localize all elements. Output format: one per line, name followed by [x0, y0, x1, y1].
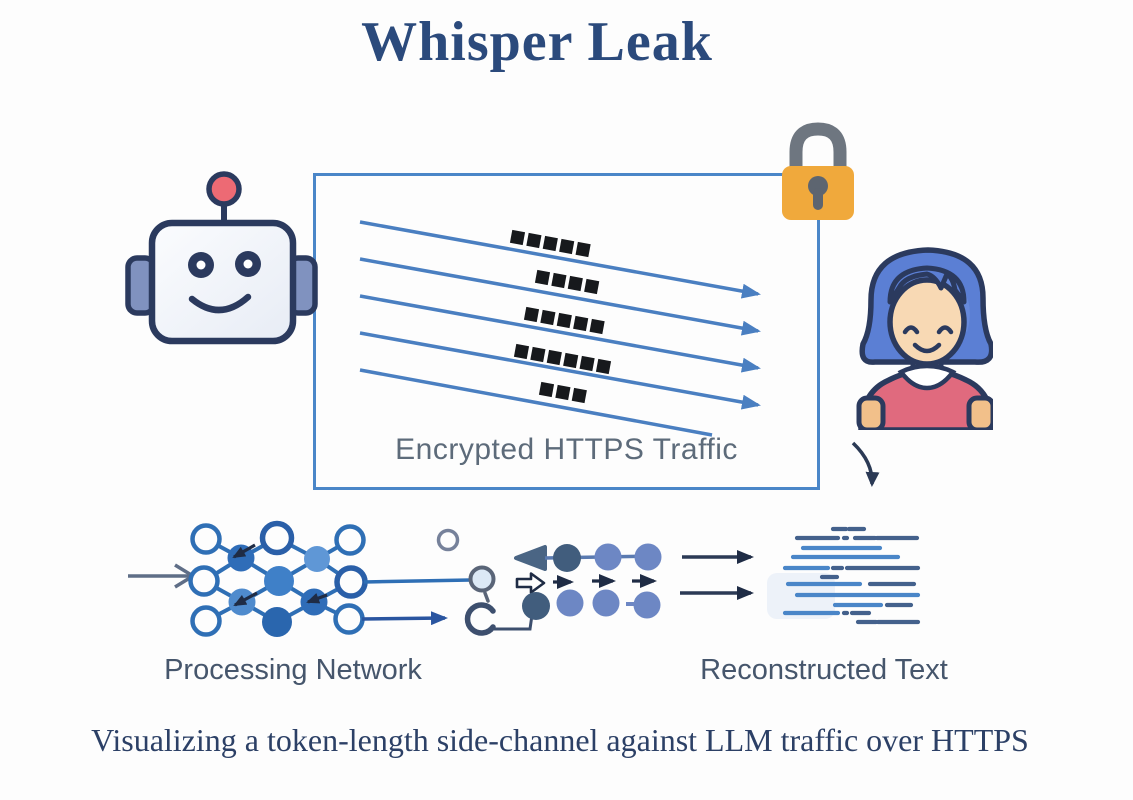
padlock-icon	[782, 122, 854, 220]
page-title: Whisper Leak	[361, 11, 713, 73]
output-arrows	[680, 550, 754, 600]
network-input-arrow	[128, 563, 197, 589]
packet-bursts	[509, 229, 612, 404]
traffic-streams	[359, 220, 761, 437]
caption: Visualizing a token-length side-channel …	[91, 722, 1029, 758]
encrypted-traffic-box	[313, 173, 820, 490]
curved-down-arrow-icon	[851, 441, 880, 487]
neural-network-icon	[188, 520, 368, 637]
probe-node	[468, 565, 496, 593]
bangs	[887, 265, 967, 305]
token-stream-icon	[359, 220, 761, 437]
robot-smile	[188, 293, 252, 314]
open-ring	[464, 602, 496, 636]
reconstructed-text-label: Reconstructed Text	[700, 654, 948, 686]
encrypted-traffic-label: Encrypted HTTPS Traffic	[395, 433, 738, 466]
collar	[897, 363, 957, 391]
eavesdropper-user-icon	[856, 247, 993, 430]
antenna-ball	[206, 171, 242, 207]
robot-llm-icon	[125, 171, 318, 345]
robot-head	[148, 219, 297, 345]
reconstructed-text-icon	[782, 526, 921, 625]
analysis-pipeline	[128, 520, 921, 637]
processing-network-label: Processing Network	[164, 654, 422, 686]
small-circle	[436, 528, 460, 552]
token-sequence-icon	[514, 543, 662, 620]
